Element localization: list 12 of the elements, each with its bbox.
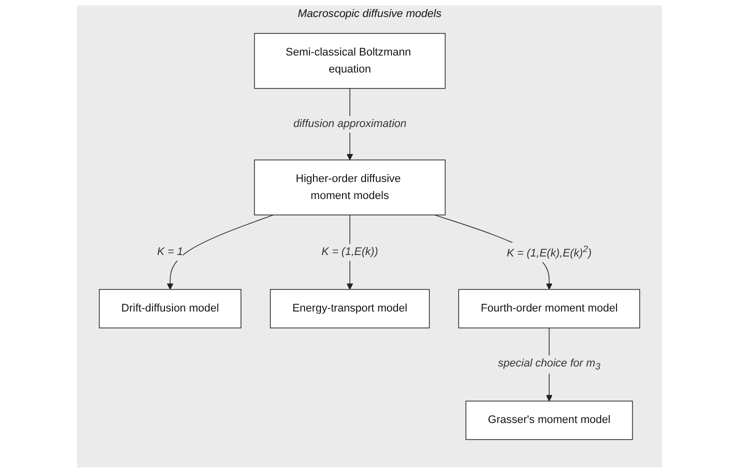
edge-label: K = (1,E(k),E(k)$^{2}$) [506, 244, 592, 260]
node-box: Higher-order diffusive moment models [254, 160, 446, 216]
node-box: Semi-classical Boltzmann equation [254, 33, 446, 89]
edge-label: K = (1,E(k)) [322, 245, 378, 258]
edge-label: diffusion approximation [293, 117, 407, 130]
edge-label: K = 1 [157, 245, 184, 258]
node-box: Fourth-order moment model [458, 289, 640, 328]
node-box: Drift-diffusion model [98, 289, 242, 328]
edge-label: special choice for m$_{3}$ [498, 356, 600, 372]
node-box: Energy-transport model [270, 289, 430, 328]
arrow [166, 214, 274, 290]
node-box: Grasser's moment model [466, 400, 633, 440]
